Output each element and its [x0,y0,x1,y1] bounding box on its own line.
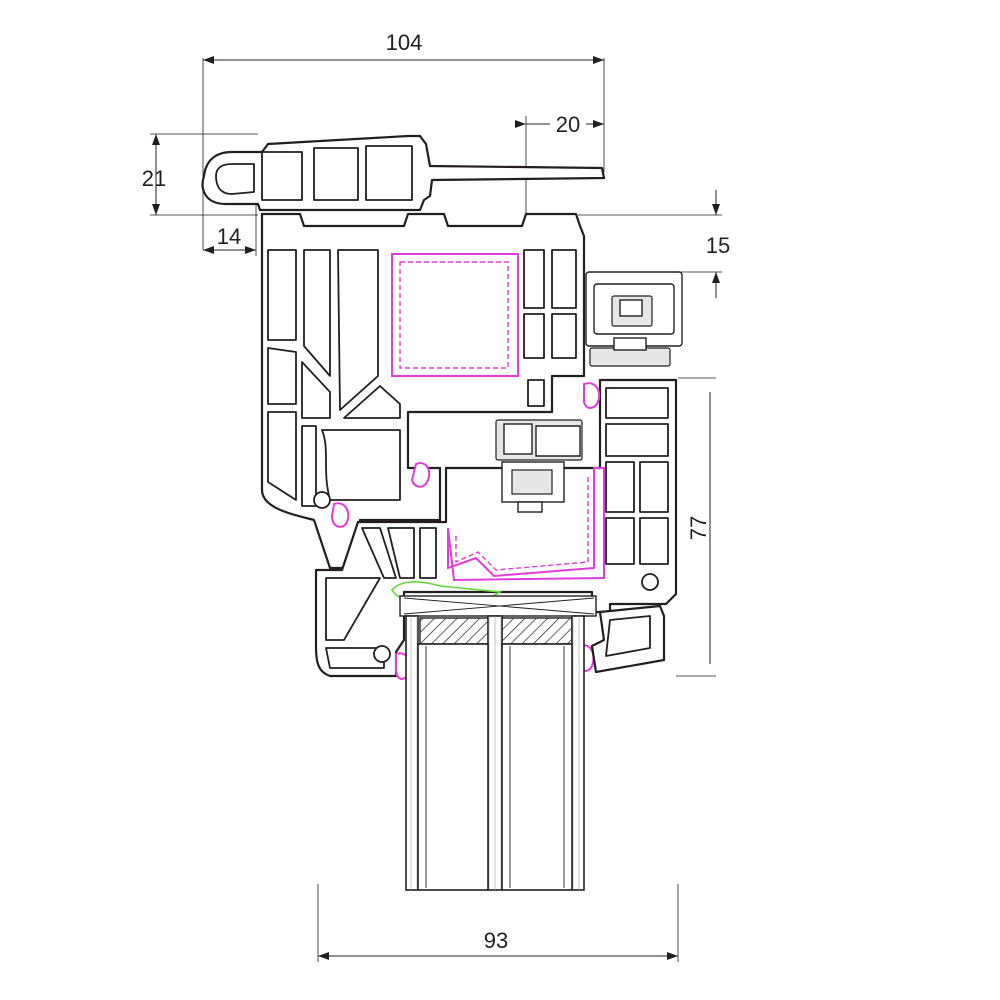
dimension-overall-width: 104 [202,30,605,250]
dimension-label-sash-height: 77 [686,516,711,540]
frame-steel-reinforcement [391,253,519,377]
dimension-label-overall-width: 104 [386,30,423,55]
glazing-bead [590,604,666,674]
dimension-label-bottom-width: 93 [484,928,508,953]
dimension-bottom-width: 93 [317,884,679,962]
dimension-nose-width: 14 [203,200,257,256]
glazing-unit [399,595,597,891]
sash-profile [314,378,678,678]
dimension-label-drip-width: 20 [556,112,580,137]
dimension-label-nose-width: 14 [217,224,241,249]
locking-hardware [495,419,583,513]
hinge-hardware-top [585,271,683,367]
dimension-overlap-height: 15 [578,190,730,298]
frame-profile [260,212,586,570]
drip-cap-profile [201,134,606,212]
sash-steel-reinforcement [447,467,605,582]
dimension-label-overlap-height: 15 [706,233,730,258]
dimension-drip-width: 20 [515,112,604,215]
dimension-sash-height: 77 [676,377,716,677]
dimension-label-drip-height: 21 [142,166,166,191]
dimension-drip-height: 21 [142,133,258,216]
